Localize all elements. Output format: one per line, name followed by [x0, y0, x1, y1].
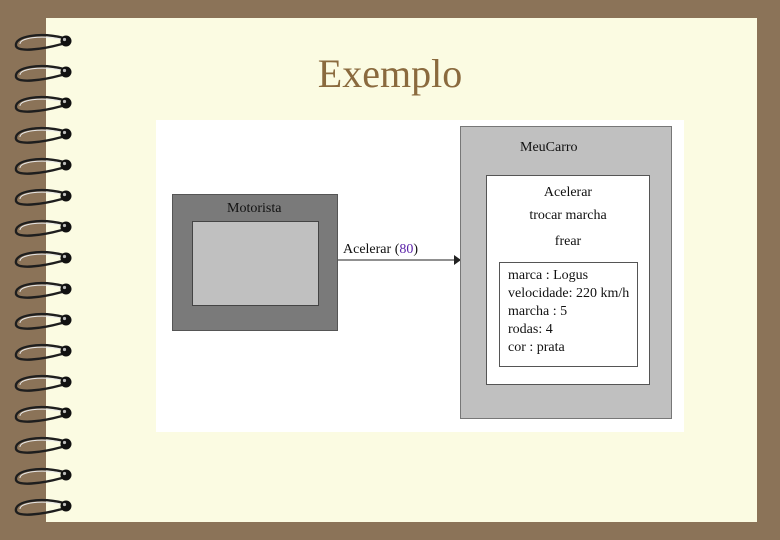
method-trocar-marcha: trocar marcha: [529, 208, 607, 223]
attribute-name: rodas:: [508, 322, 543, 337]
attribute-name: marcha :: [508, 304, 557, 319]
attribute-name: marca :: [508, 268, 550, 283]
carro-attributes-box: [499, 262, 638, 367]
motorista-label: Motorista: [227, 201, 282, 216]
method-acelerar: Acelerar: [543, 185, 593, 200]
attribute-name: velocidade:: [508, 286, 573, 301]
attribute-value: 4: [545, 322, 553, 337]
spiral-ring: [14, 313, 72, 330]
spiral-ring: [14, 375, 72, 392]
spiral-binding: [14, 34, 72, 516]
attribute-row: marca : Logus: [508, 268, 588, 284]
spiral-ring: [14, 220, 72, 237]
message-open-paren: (: [394, 242, 400, 257]
attribute-row: marcha : 5: [508, 304, 567, 320]
spiral-ring: [14, 189, 72, 206]
carro-label: MeuCarro: [520, 140, 578, 155]
attribute-value: prata: [536, 340, 565, 355]
spiral-ring: [14, 282, 72, 299]
attribute-row: cor : prata: [508, 340, 565, 356]
spiral-ring: [14, 127, 72, 144]
attribute-value: 5: [560, 304, 568, 319]
spiral-ring: [14, 437, 72, 454]
spiral-ring: [14, 34, 72, 51]
slide-title: Exemplo: [317, 51, 463, 96]
object-diagram: Motorista Acelerar (80) MeuCarro Acelera…: [156, 120, 684, 432]
method-frear: frear: [554, 234, 582, 249]
attribute-name: cor :: [508, 340, 534, 355]
message-label: Acelerar (80): [343, 242, 418, 258]
attribute-row: rodas: 4: [508, 322, 553, 338]
spiral-ring: [14, 406, 72, 423]
spiral-ring: [14, 65, 72, 82]
message-close-paren: ): [413, 242, 419, 257]
attribute-value: 220 km/h: [576, 286, 630, 301]
message-argument: 80: [399, 242, 414, 257]
spiral-ring: [14, 499, 72, 516]
spiral-ring: [14, 96, 72, 113]
message-name: Acelerar: [343, 242, 392, 257]
spiral-ring: [14, 468, 72, 485]
attribute-row: velocidade: 220 km/h: [508, 286, 629, 302]
spiral-ring: [14, 158, 72, 175]
message-arrow: [338, 255, 461, 265]
attribute-value: Logus: [553, 268, 589, 283]
motorista-inner-box: [192, 221, 319, 306]
spiral-ring: [14, 251, 72, 268]
spiral-ring: [14, 344, 72, 361]
